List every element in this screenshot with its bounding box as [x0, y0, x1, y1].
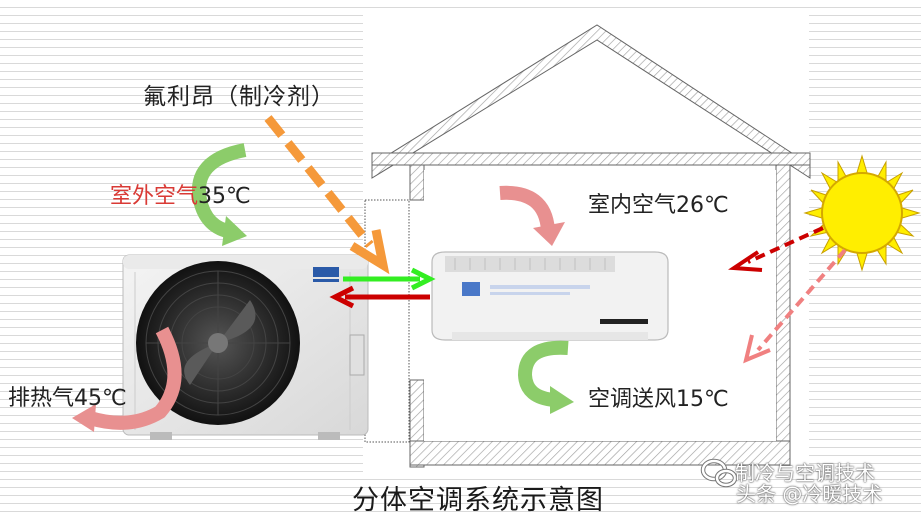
- house-left-wall-upper: [409, 164, 425, 201]
- wechat-icon: [700, 458, 738, 488]
- refrigerant-label: 氟利昂（制冷剂）: [143, 84, 335, 110]
- indoor-air-curve-arrow: [499, 185, 565, 246]
- outdoor-air-temp: 35℃: [198, 184, 251, 209]
- house-eave: [371, 152, 811, 166]
- sunray-light-arrow: [743, 248, 847, 364]
- sunray-dark-arrow: [728, 226, 824, 272]
- supply-air-curve-arrow: [517, 340, 574, 414]
- watermark-line-1: 制冷与空调技术: [735, 461, 875, 485]
- outdoor-brand-logo: [313, 267, 339, 277]
- outdoor-air-curve-arrow: [192, 143, 247, 246]
- refrigerant-pipe-green-arrow: [343, 267, 436, 291]
- sun-icon: [803, 154, 921, 272]
- house-floor: [409, 440, 791, 466]
- outdoor-air-label: 室外空气35℃: [110, 178, 251, 210]
- wall-pipe-passage: [364, 199, 410, 443]
- exhaust-air-curve-arrow: [72, 326, 182, 432]
- outdoor-air-name: 室外空气: [110, 184, 199, 209]
- indoor-brand-logo: [462, 282, 480, 296]
- diagram-caption: 分体空调系统示意图: [352, 485, 604, 516]
- refrigerant-dashed-arrow: [264, 115, 390, 275]
- outdoor-unit-icon: [122, 254, 369, 440]
- indoor-air-label: 室内空气26℃: [588, 193, 729, 218]
- indoor-display-slot: [600, 319, 648, 324]
- exhaust-air-label: 排热气45℃: [8, 386, 127, 411]
- indoor-unit-icon: [431, 251, 669, 341]
- refrigerant-pipe-red-arrow: [329, 285, 430, 309]
- watermark-line-2: 头条 @冷暖技术: [736, 482, 883, 506]
- supply-air-label: 空调送风15℃: [588, 387, 729, 412]
